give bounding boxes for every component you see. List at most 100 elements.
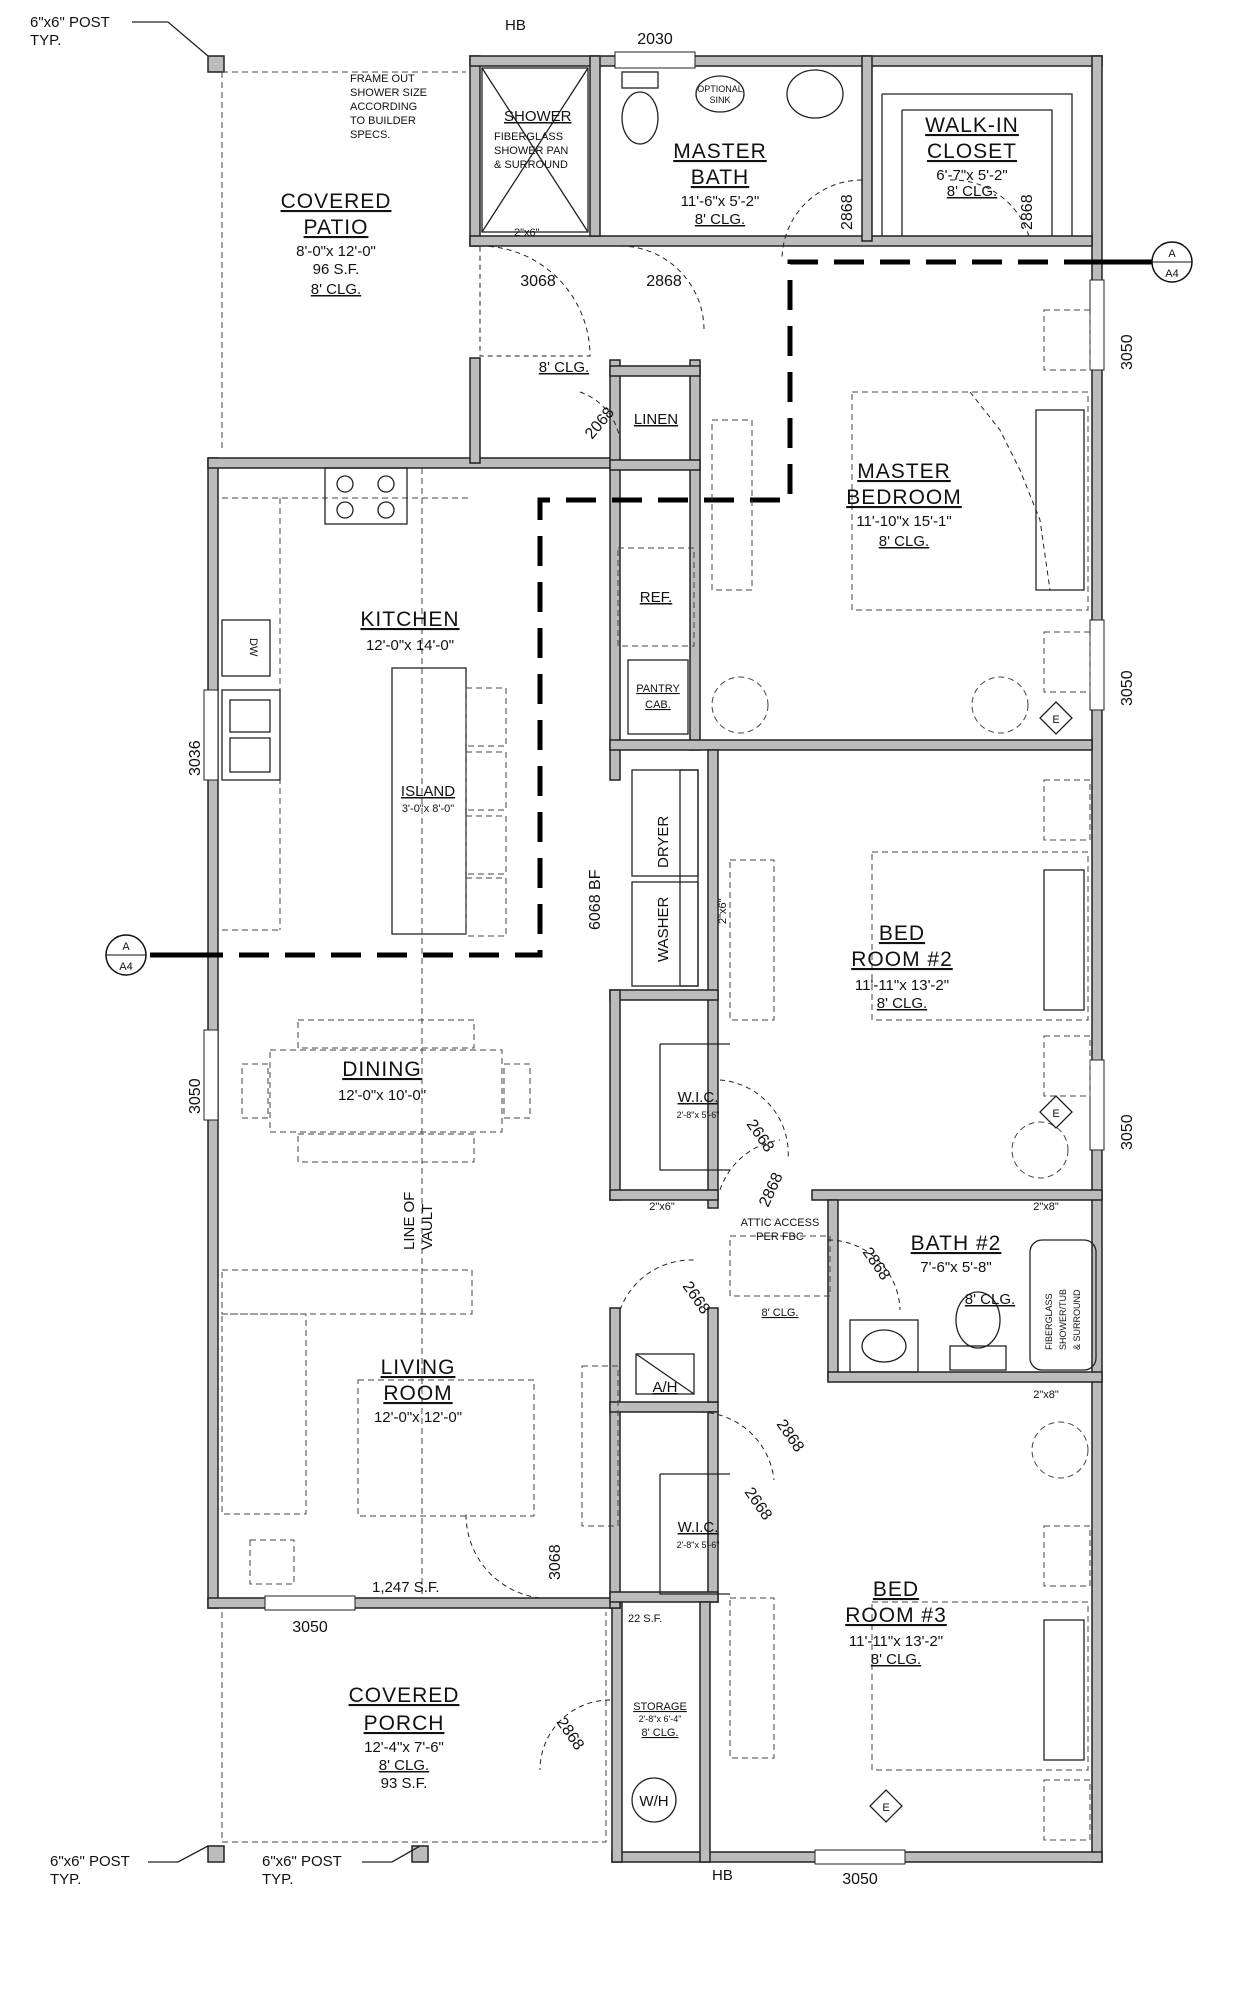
sofa	[221, 1269, 619, 1585]
bedroom3-name: BED	[873, 1578, 919, 1601]
electrical-panel-icon: E	[869, 1789, 903, 1823]
porch-post-bl	[207, 1845, 225, 1863]
tub-icon	[1029, 1239, 1097, 1371]
ah-label: A/H	[652, 1379, 677, 1396]
dishwasher-icon	[221, 619, 271, 677]
post-leader-bl	[148, 1845, 209, 1863]
sink-icon	[849, 1319, 919, 1373]
master-bedroom-dims: 11'-10"x 15'-1"	[856, 513, 951, 530]
closet-west-wall	[861, 55, 873, 242]
porch-post-bm	[411, 1845, 429, 1863]
dining-name: DINING	[342, 1058, 422, 1081]
bath-south-wall	[469, 235, 1093, 247]
patio-ceiling: 8' CLG.	[311, 281, 361, 298]
opening-label: 3050	[842, 1871, 878, 1888]
master-bed	[711, 309, 1091, 693]
island-name: ISLAND	[401, 783, 455, 800]
wic3-shelf	[659, 1473, 730, 1595]
section-sheet-left: A4	[119, 961, 132, 973]
laundry-fixtures	[631, 769, 699, 987]
bath2-south-wall	[827, 1371, 1103, 1383]
opening-label: 2868	[839, 194, 856, 230]
north-wall	[469, 55, 1103, 67]
opening-label: 2868	[646, 273, 682, 290]
post-typ-top: TYP.	[30, 32, 61, 49]
wic3-dims: 2'-8"x 5'-6"	[677, 1540, 720, 1550]
bedroom2-bed	[729, 779, 1091, 1097]
hall-ceiling: 8' CLG.	[539, 359, 589, 376]
fridge-icon	[617, 547, 695, 647]
opening-label: 3068	[520, 273, 556, 290]
opening-label: 2868	[773, 1417, 807, 1456]
porch-ceiling: 8' CLG.	[379, 1757, 429, 1774]
patio-east-wall	[469, 357, 481, 464]
wic3-south-wall	[609, 1591, 719, 1603]
dining-table	[241, 1019, 531, 1163]
shower-note: SHOWER PAN	[494, 145, 568, 157]
opening-label: 2868	[859, 1245, 893, 1284]
closet-dims: 6'-7"x 5'-2"	[936, 167, 1007, 184]
window-kitchen	[203, 689, 219, 781]
electrical-panel-icon: E	[1039, 701, 1073, 735]
shower-label: SHOWER	[504, 108, 572, 125]
post-label-bl: 6"x6" POST	[50, 1853, 130, 1870]
bedroom2-name: BED	[879, 922, 925, 945]
bath2-name: BATH #2	[911, 1232, 1002, 1255]
hall-east-wall	[689, 359, 701, 751]
porch-name: COVERED	[349, 1684, 460, 1707]
note-frame-out: ACCORDING	[350, 101, 417, 113]
living-room-name: LIVING	[381, 1356, 456, 1379]
window-bed2	[1089, 1059, 1105, 1151]
post-typ-bm: TYP.	[262, 1871, 293, 1888]
bath2-ceiling: 8' CLG.	[965, 1291, 1015, 1308]
toilet-icon	[621, 71, 659, 145]
vault-label: VAULT	[419, 1204, 436, 1250]
electrical-label: E	[882, 1802, 889, 1814]
window-master-1	[1089, 279, 1105, 371]
attic-label: PER FBC	[756, 1231, 804, 1243]
section-cut-line	[222, 259, 1094, 958]
opening-label: 6068 BF	[587, 869, 604, 930]
electrical-panel-icon: E	[1039, 1095, 1073, 1129]
island-icon	[391, 667, 507, 937]
patio-dims: 8'-0"x 12'-0"	[296, 243, 376, 260]
wall-size-label: 2"x6"	[514, 227, 540, 239]
hose-bib-bottom: HB	[712, 1867, 733, 1884]
section-letter-left: A	[122, 941, 130, 953]
closet-name: CLOSET	[927, 140, 1017, 163]
ah-east-wall	[707, 1307, 719, 1403]
bedroom3-name: ROOM #3	[845, 1604, 947, 1627]
master-bath-dims: 11'-6"x 5'-2"	[681, 193, 760, 210]
storage-west-wall	[611, 1599, 623, 1863]
bedroom3-dims: 11'-11"x 13'-2"	[849, 1633, 943, 1650]
note-frame-out: SHOWER SIZE	[350, 87, 427, 99]
porch-area: 93 S.F.	[381, 1775, 428, 1792]
opening-label: 3050	[292, 1619, 328, 1636]
post-label-top: 6"x6" POST	[30, 14, 110, 31]
storage-name: STORAGE	[633, 1701, 687, 1713]
wic2-south-wall	[609, 1189, 719, 1201]
island-dims: 3'-0"x 8'-0"	[402, 803, 454, 815]
ah-south-wall	[609, 1401, 719, 1413]
tub-note: SHOWER/TUB	[1058, 1289, 1068, 1350]
storage-east-wall	[699, 1601, 711, 1863]
wic2-dims: 2'-8"x 5'-6"	[677, 1110, 720, 1120]
closet-shelving	[881, 93, 1073, 236]
attic-access	[729, 1235, 831, 1297]
opening-label: 3050	[1119, 1114, 1136, 1150]
ref-label: REF.	[640, 589, 673, 606]
patio-name: PATIO	[304, 216, 369, 239]
pantry-cabinet	[627, 659, 689, 735]
bed2-west-wall	[707, 749, 719, 1209]
bedroom2-name: ROOM #2	[851, 948, 953, 971]
porch-outline	[221, 1612, 607, 1843]
kitchen-counters	[221, 467, 472, 931]
wh-label: W/H	[639, 1793, 668, 1810]
chair-icon	[711, 676, 769, 734]
wall-size-label: 2"x6"	[717, 898, 729, 924]
door-swings	[465, 179, 1031, 1771]
window-dining	[203, 1029, 219, 1121]
shower-fixture	[481, 67, 589, 233]
opening-label: 3050	[1119, 334, 1136, 370]
opening-label: 3068	[547, 1544, 564, 1580]
